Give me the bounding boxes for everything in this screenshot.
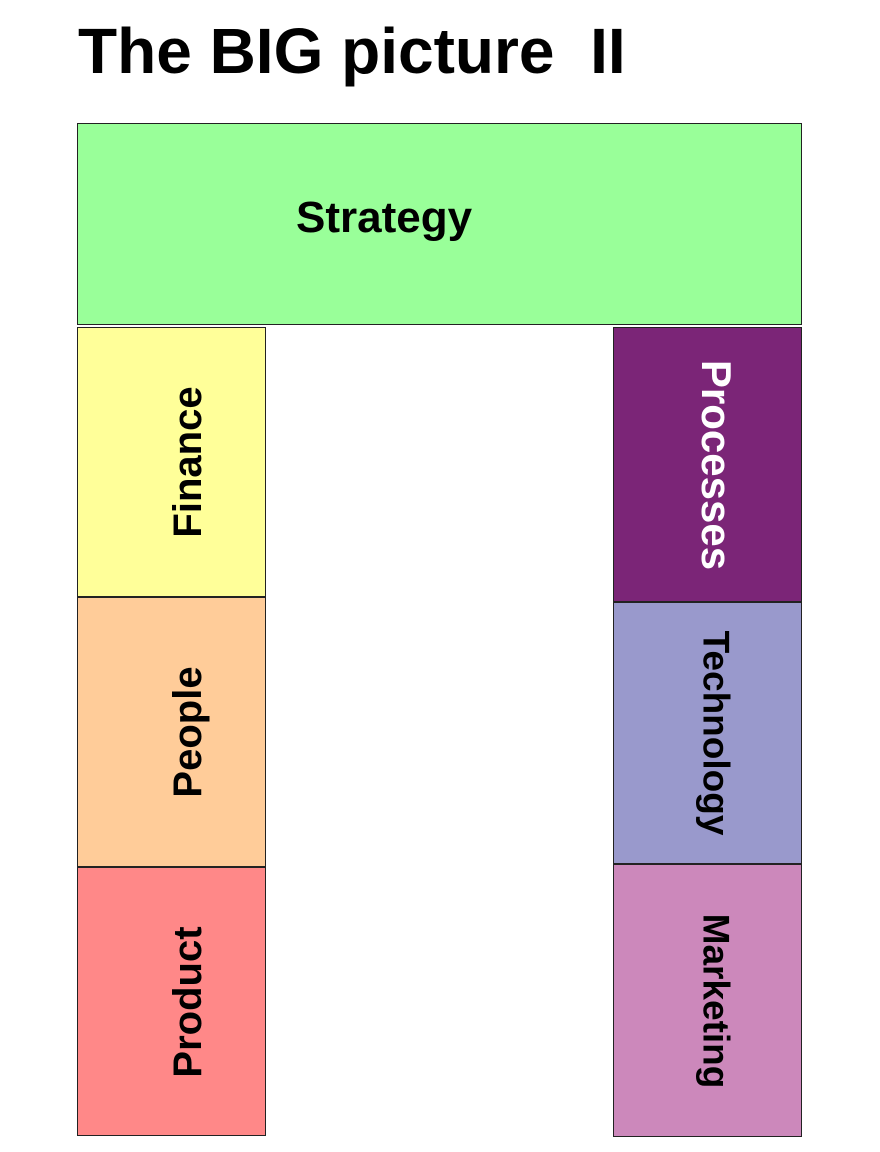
- page-title: The BIG picture II: [78, 15, 626, 87]
- finance-block: Finance: [77, 327, 266, 597]
- people-label: People: [165, 666, 210, 798]
- processes-block: Processes: [613, 327, 802, 602]
- technology-label: Technology: [695, 630, 736, 836]
- processes-label: Processes: [692, 359, 740, 570]
- marketing-block: Marketing: [613, 864, 802, 1137]
- product-block: Product: [77, 867, 266, 1136]
- strategy-label: Strategy: [296, 193, 473, 242]
- technology-block: Technology: [613, 602, 802, 864]
- product-label: Product: [165, 925, 210, 1078]
- strategy-block: Strategy: [77, 123, 802, 325]
- marketing-label: Marketing: [695, 913, 736, 1088]
- people-block: People: [77, 597, 266, 867]
- finance-label: Finance: [165, 386, 210, 538]
